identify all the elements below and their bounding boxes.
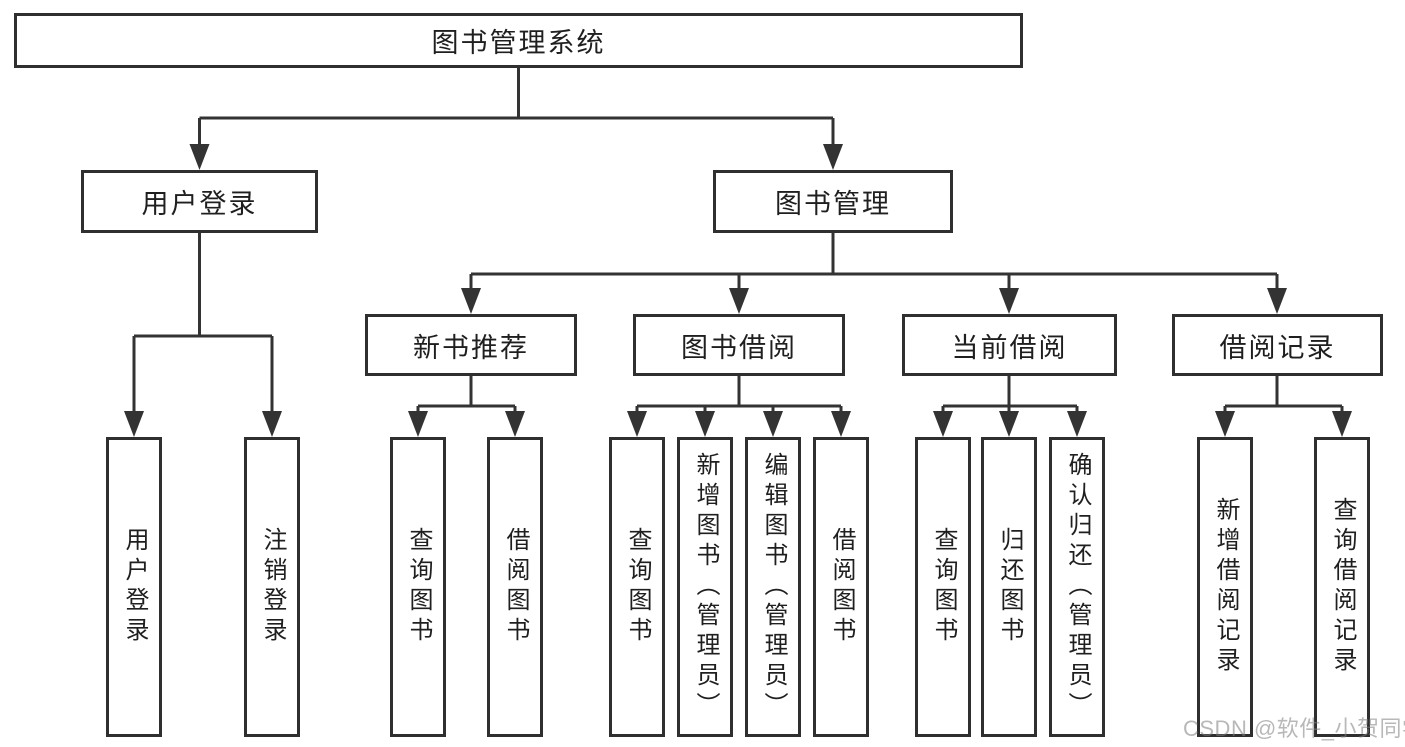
node-label: 用户登录 <box>141 189 258 219</box>
leaf-label: 编辑图书（管理员） <box>760 452 787 722</box>
leaf-borrow-books: 借阅图书 <box>813 437 869 737</box>
leaf-query-books: 查询图书 <box>915 437 971 737</box>
leaf-label: 归还图书 <box>996 527 1023 647</box>
leaf-label: 查询图书 <box>930 527 957 647</box>
node-label: 图书管理 <box>775 189 891 219</box>
leaf-label: 新增图书（管理员） <box>692 452 719 722</box>
node-label: 当前借阅 <box>951 332 1068 363</box>
leaf-edit-books-admin: 编辑图书（管理员） <box>745 437 801 737</box>
leaf-return-books: 归还图书 <box>981 437 1037 737</box>
leaf-label: 注销登录 <box>259 527 286 647</box>
node-label: 新书推荐 <box>413 332 529 363</box>
leaf-logout: 注销登录 <box>244 437 300 737</box>
node-label: 图书借阅 <box>681 332 797 363</box>
node-borrowing-records: 借阅记录 <box>1172 314 1383 376</box>
leaf-label: 查询图书 <box>405 527 432 647</box>
leaf-label: 查询借阅记录 <box>1329 497 1356 677</box>
leaf-add-borrow-record: 新增借阅记录 <box>1197 437 1253 737</box>
node-label: 图书管理系统 <box>431 28 606 58</box>
node-book-borrowing: 图书借阅 <box>633 314 845 376</box>
node-label: 借阅记录 <box>1219 332 1336 363</box>
node-current-borrowing: 当前借阅 <box>902 314 1117 376</box>
leaf-label: 借阅图书 <box>828 527 855 647</box>
leaf-user-login: 用户登录 <box>106 437 162 737</box>
leaf-label: 查询图书 <box>624 527 651 647</box>
leaf-confirm-return-admin: 确认归还（管理员） <box>1049 437 1105 737</box>
leaf-label: 确认归还（管理员） <box>1064 452 1091 722</box>
leaf-label: 用户登录 <box>121 527 148 647</box>
leaf-query-books: 查询图书 <box>609 437 665 737</box>
csdn-watermark: CSDN @软件_小贺同学 <box>1183 716 1405 741</box>
node-new-book-recommendation: 新书推荐 <box>365 314 577 376</box>
leaf-query-books: 查询图书 <box>390 437 446 737</box>
node-user-login: 用户登录 <box>81 170 318 233</box>
node-book-management: 图书管理 <box>713 170 953 233</box>
leaf-query-borrow-record: 查询借阅记录 <box>1314 437 1370 737</box>
leaf-label: 新增借阅记录 <box>1212 497 1239 677</box>
leaf-borrow-books: 借阅图书 <box>487 437 543 737</box>
leaf-add-books-admin: 新增图书（管理员） <box>677 437 733 737</box>
leaf-label: 借阅图书 <box>502 527 529 647</box>
node-library-management-system: 图书管理系统 <box>14 13 1023 68</box>
